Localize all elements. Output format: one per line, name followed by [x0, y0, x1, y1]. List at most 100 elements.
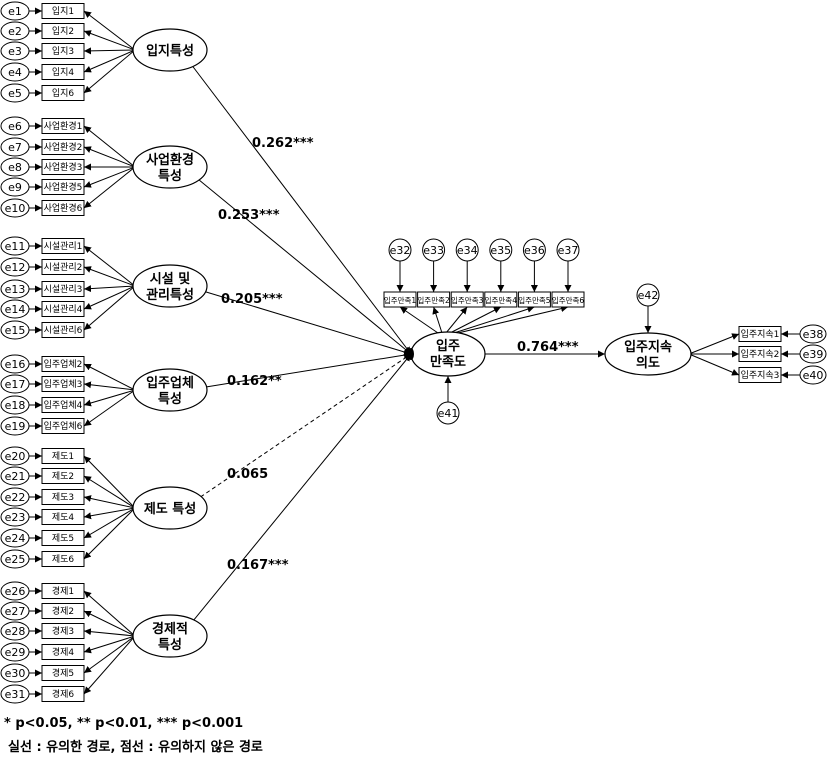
error-label: e3 — [8, 45, 22, 58]
indicator-label: 경제3 — [52, 625, 74, 637]
indicator-label: 시설관리1 — [44, 241, 83, 252]
indicator-box-입주지속3 — [738, 367, 782, 383]
structural-path-c1 — [192, 65, 412, 355]
error-circle-e36 — [522, 238, 546, 262]
structural-path-c6 — [193, 353, 412, 621]
error-label: e41 — [438, 407, 459, 420]
error-circle-e18 — [0, 395, 30, 415]
indicator-label: 입주업체4 — [44, 399, 83, 411]
loading-arrow-c3-4 — [83, 285, 136, 310]
error-label: e2 — [8, 25, 22, 38]
indicator-label: 시설관리4 — [44, 304, 83, 315]
loading-arrow-c5-4 — [83, 507, 136, 520]
error-label: e25 — [5, 553, 26, 566]
indicator-label: 경제2 — [52, 605, 74, 617]
loading-arrow-int-3 — [688, 353, 740, 376]
intention-ellipse — [604, 332, 692, 376]
error-label: e8 — [8, 161, 22, 174]
error-label: e37 — [558, 244, 579, 257]
construct-label-line2: 특성 — [158, 169, 182, 184]
indicator-label: 경제4 — [52, 646, 75, 658]
indicator-box-경제1 — [41, 583, 85, 599]
indicator-box-입지1 — [41, 3, 85, 19]
indicator-label: 시설관리2 — [44, 262, 83, 273]
error-label: e39 — [803, 348, 824, 361]
loading-arrow-c1-2 — [83, 30, 136, 51]
loading-arrow-sat-1 — [399, 306, 439, 334]
indicator-box-입주지속1 — [738, 326, 782, 342]
indicator-label: 제도6 — [52, 554, 75, 565]
error-label: e30 — [5, 667, 26, 680]
indicator-label: 입주만족2 — [417, 296, 450, 305]
loading-arrow-c1-3 — [83, 47, 136, 55]
loading-arrow-c2-5 — [83, 166, 136, 209]
error-label: e10 — [5, 202, 26, 215]
indicator-box-입주업체6 — [41, 418, 85, 434]
indicator-label: 입지2 — [52, 25, 74, 37]
indicator-box-시설관리6 — [41, 322, 85, 338]
error-label: e28 — [5, 625, 26, 638]
error-circle-e26 — [0, 581, 30, 601]
indicator-box-제도2 — [41, 468, 85, 484]
error-label: e16 — [5, 358, 26, 371]
construct-ellipse-c1 — [132, 28, 208, 72]
error-label: e35 — [490, 244, 511, 257]
indicator-label: 경제5 — [52, 667, 74, 679]
path-coefficient-c6: 0.167*** — [227, 558, 289, 573]
loading-arrow-sat-4 — [449, 306, 502, 334]
indicator-box-제도3 — [41, 489, 85, 505]
error-label: e40 — [803, 369, 824, 382]
error-circle-e3 — [0, 41, 30, 61]
loading-arrow-c6-6 — [83, 635, 136, 695]
error-circle-e20 — [0, 446, 30, 466]
loading-arrow-c5-2 — [83, 475, 136, 509]
loading-arrow-c4-1 — [83, 363, 136, 391]
error-label: e17 — [5, 378, 26, 391]
loading-arrow-c5-1 — [83, 455, 136, 509]
error-label: e20 — [5, 450, 26, 463]
indicator-label: 경제1 — [52, 585, 74, 597]
error-label: e14 — [5, 303, 26, 316]
error-circle-e6 — [0, 116, 30, 136]
error-circle-e29 — [0, 642, 30, 662]
error-label: e19 — [5, 420, 26, 433]
loading-arrow-int-1 — [688, 333, 740, 355]
indicator-label: 입주만족3 — [451, 296, 484, 305]
error-circle-e11 — [0, 236, 30, 256]
error-circle-e13 — [0, 279, 30, 299]
indicator-label: 입지4 — [52, 66, 75, 78]
indicator-label: 입주만족5 — [518, 296, 551, 305]
error-label: e42 — [638, 289, 659, 302]
construct-ellipse-c3 — [132, 264, 208, 308]
indicator-box-입지6 — [41, 85, 85, 101]
intention-label-line2: 의도 — [636, 355, 660, 371]
error-label: e22 — [5, 491, 26, 504]
loading-arrow-c1-4 — [83, 49, 136, 73]
error-circle-e7 — [0, 137, 30, 157]
loading-arrow-c2-2 — [83, 146, 136, 168]
loading-arrow-sat-3 — [445, 306, 468, 334]
indicator-box-경제3 — [41, 623, 85, 639]
error-circle-e4 — [0, 62, 30, 82]
indicator-label: 입주지속1 — [741, 328, 780, 340]
indicator-box-제도4 — [41, 509, 85, 525]
error-label: e27 — [5, 605, 26, 618]
loading-arrow-c6-4 — [83, 635, 136, 654]
indicator-box-시설관리3 — [41, 281, 85, 297]
indicator-label: 입주만족6 — [552, 296, 585, 305]
construct-label-line2: 특성 — [158, 392, 182, 407]
loading-arrow-c1-1 — [83, 10, 136, 51]
loading-arrow-c5-3 — [83, 495, 136, 509]
error-label: e36 — [524, 244, 545, 257]
construct-ellipse-c6 — [132, 614, 208, 658]
loading-arrow-c6-2 — [83, 610, 136, 637]
satisfaction-label-line1: 입주 — [436, 339, 460, 354]
path-coefficient-c1: 0.262*** — [252, 136, 314, 151]
indicator-label: 제도2 — [52, 471, 74, 482]
indicator-box-사업환경2 — [41, 139, 85, 155]
loading-arrow-sat-6 — [457, 305, 569, 334]
indicator-label: 사업환경5 — [44, 181, 83, 193]
indicator-box-입주업체2 — [41, 356, 85, 372]
error-circle-e9 — [0, 177, 30, 197]
structural-path-c5 — [200, 353, 412, 498]
